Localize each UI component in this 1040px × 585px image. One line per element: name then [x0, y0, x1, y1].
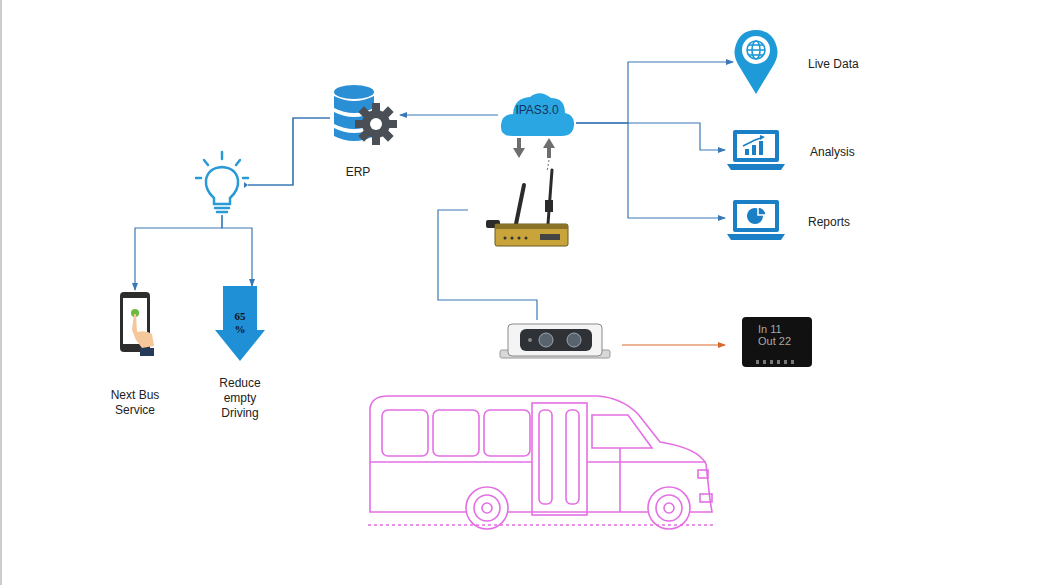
- signal-arrow: [622, 344, 725, 345]
- icon: [725, 128, 787, 176]
- connector: [400, 114, 498, 115]
- passenger-counter-sensor: [500, 324, 610, 358]
- cloud-text: IPAS3.0: [498, 103, 576, 118]
- router: [486, 170, 568, 246]
- minibus: [368, 396, 713, 529]
- node-side: Live Data: [733, 28, 859, 100]
- link-arrows: [513, 138, 555, 172]
- connector: [576, 123, 725, 218]
- node-label: Reports: [808, 215, 850, 230]
- node-display: In 11 Out 22: [742, 317, 812, 367]
- down-arrow: 65 %: [215, 286, 265, 362]
- icon: [118, 290, 164, 364]
- node-label: ERP: [346, 165, 371, 180]
- node-reduce: 65 % Reduce empty Driving: [212, 286, 268, 421]
- node-label: Analysis: [810, 145, 855, 160]
- idea-bulb: [196, 152, 248, 212]
- icon: [725, 198, 787, 246]
- percent-value: 65 %: [230, 310, 250, 336]
- wire: [438, 210, 537, 320]
- node-erp: ERP: [330, 84, 400, 180]
- node-label: Live Data: [808, 57, 859, 72]
- node-cloud: IPAS3.0: [498, 88, 576, 142]
- connector: [576, 62, 733, 123]
- node-label: Next Bus Service: [104, 388, 166, 418]
- icon: [332, 84, 398, 150]
- display-readout: In 11 Out 22: [758, 323, 796, 355]
- arrow-head: [244, 182, 248, 188]
- connector: [576, 123, 725, 150]
- icon: [733, 28, 779, 100]
- display-buttons: [756, 360, 798, 364]
- node-side: Reports: [725, 198, 850, 246]
- node-phone: Next Bus Service: [104, 290, 166, 418]
- node-label: IPAS3.0: [498, 103, 576, 118]
- connector: [135, 118, 330, 290]
- node-side: Analysis: [725, 128, 855, 176]
- frame-line: [1, 0, 2, 585]
- connector: [222, 118, 330, 286]
- node-label: Reduce empty Driving: [212, 376, 268, 421]
